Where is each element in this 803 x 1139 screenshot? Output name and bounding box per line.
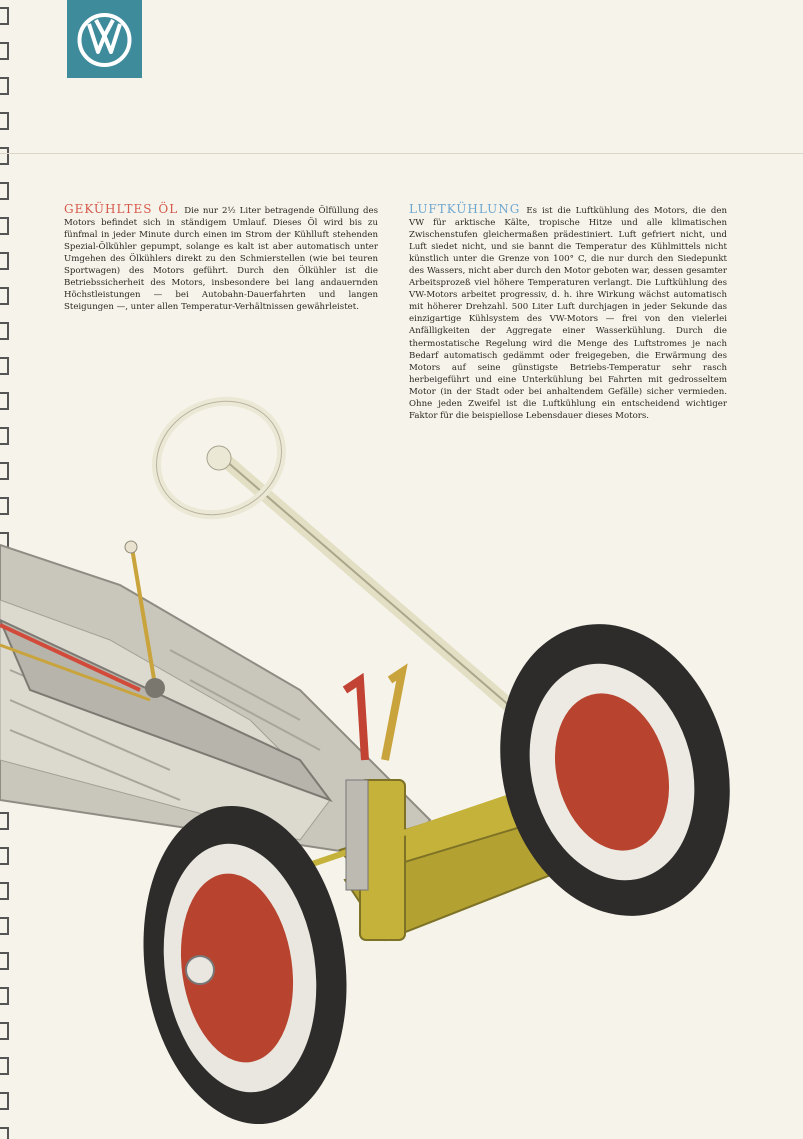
spiral-ring <box>0 1022 9 1040</box>
steering-assembly <box>152 396 562 752</box>
spiral-ring <box>0 882 9 900</box>
spiral-ring <box>0 357 9 375</box>
spiral-ring <box>0 112 9 130</box>
spiral-ring <box>0 42 9 60</box>
header-divider <box>0 153 803 154</box>
air-cooling-heading: LUFTKÜHLUNG <box>409 202 521 216</box>
right-front-wheel <box>500 624 730 916</box>
left-front-wheel <box>143 805 347 1125</box>
spiral-ring <box>0 497 9 515</box>
spiral-ring <box>0 217 9 235</box>
chassis-illustration-icon <box>0 396 730 1125</box>
gear-lever <box>124 540 165 698</box>
oil-cooling-heading: GEKÜHLTES ÖL <box>64 202 179 216</box>
spiral-ring <box>0 147 9 165</box>
spiral-ring <box>0 182 9 200</box>
spiral-ring <box>0 847 9 865</box>
spiral-ring <box>0 462 9 480</box>
spiral-ring <box>0 322 9 340</box>
spiral-ring <box>0 427 9 445</box>
spiral-ring <box>0 252 9 270</box>
spiral-ring <box>0 1092 9 1110</box>
oil-cooling-body: Die nur 2½ Liter betragende Ölfüllung de… <box>64 206 378 313</box>
spiral-ring <box>0 392 9 410</box>
spiral-ring <box>0 7 9 25</box>
vw-logo-badge <box>67 0 142 78</box>
spiral-ring <box>0 77 9 95</box>
spiral-ring <box>0 987 9 1005</box>
pedals <box>342 663 408 761</box>
central-tunnel <box>0 618 333 803</box>
spiral-ring <box>0 952 9 970</box>
spiral-ring <box>0 1127 9 1139</box>
vw-logo-icon <box>77 13 132 67</box>
air-cooling-body: Es ist die Luftkühlung des Motors, die d… <box>409 206 727 421</box>
spiral-ring <box>0 812 9 830</box>
spiral-ring <box>0 287 9 305</box>
spiral-ring <box>0 1057 9 1075</box>
spiral-ring <box>0 917 9 935</box>
